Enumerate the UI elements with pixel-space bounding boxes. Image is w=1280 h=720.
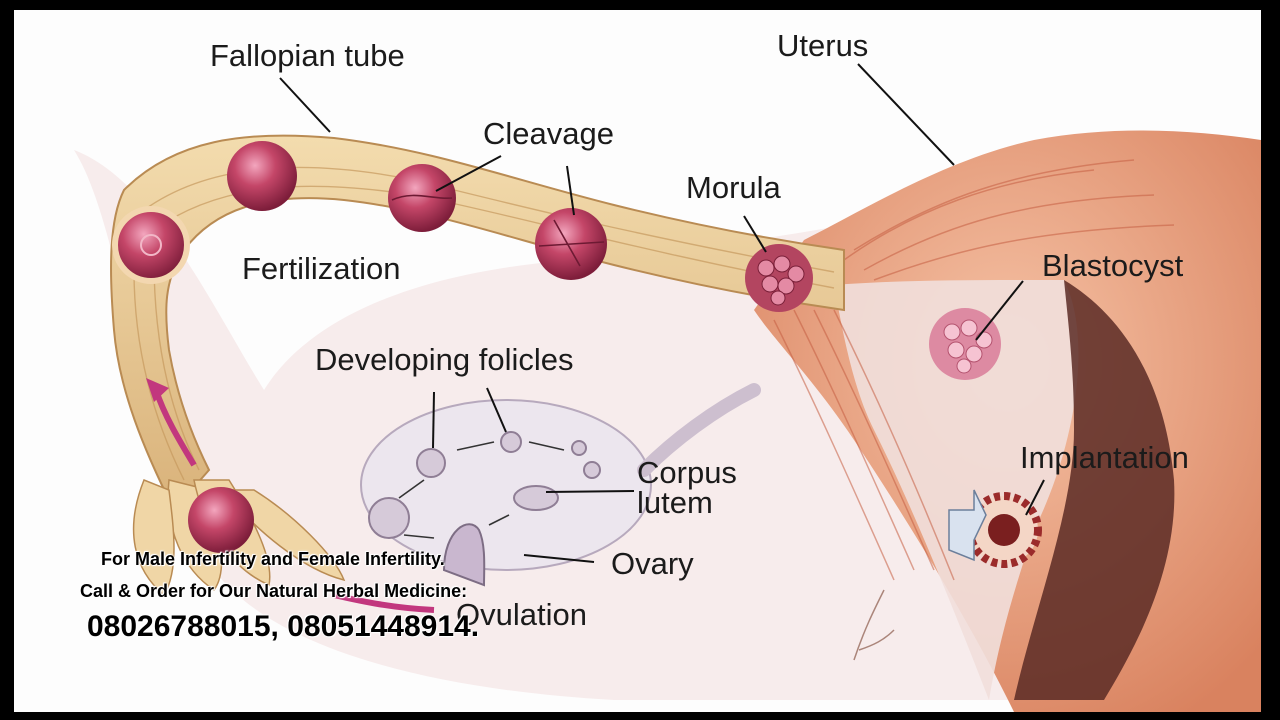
label-uterus: Uterus [777, 30, 868, 61]
label-corpus-line2: lutem [637, 487, 713, 518]
label-developing-follicles: Developing folicles [315, 344, 573, 375]
label-fallopian-tube: Fallopian tube [210, 40, 405, 71]
fertilized-egg [115, 209, 187, 281]
promo-line-1: For Male Infertility and Female Infertil… [101, 549, 445, 570]
promo-line-2: Call & Order for Our Natural Herbal Medi… [80, 581, 467, 602]
label-fertilization: Fertilization [242, 253, 401, 284]
reproductive-diagram-illustration [14, 10, 1261, 712]
label-cleavage: Cleavage [483, 118, 614, 149]
label-ovary: Ovary [611, 548, 694, 579]
ovary [361, 400, 651, 570]
label-blastocyst: Blastocyst [1042, 250, 1183, 281]
ovum-in-fimbriae [188, 487, 254, 553]
label-morula: Morula [686, 172, 781, 203]
illustration-frame: Fallopian tube Uterus Cleavage Morula Fe… [14, 10, 1261, 712]
zygote [227, 141, 297, 211]
label-implantation: Implantation [1020, 442, 1189, 473]
promo-phone-numbers: 08026788015, 08051448914. [87, 610, 479, 644]
label-corpus-line1: Corpus [637, 457, 737, 488]
